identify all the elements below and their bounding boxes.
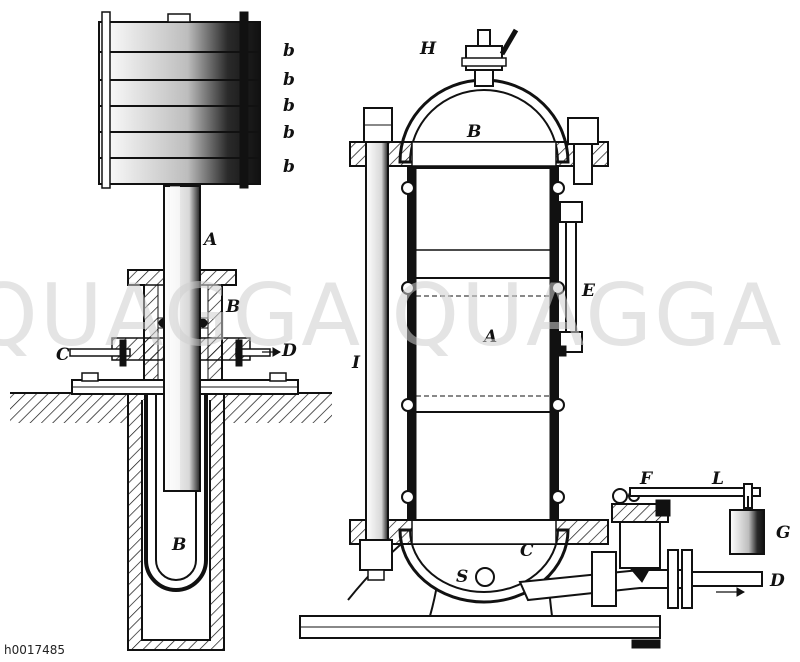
- label-s: S: [456, 567, 468, 587]
- label-b-right: B: [466, 122, 481, 142]
- label-a-right: A: [482, 327, 497, 347]
- label-b-top-left: B: [225, 297, 240, 317]
- gauge-glass-e: [551, 201, 583, 357]
- top-valve-h: [461, 28, 519, 71]
- foot-plate: [299, 615, 661, 649]
- pipe-outlet-d: [235, 339, 282, 367]
- label-b-5: b: [283, 157, 295, 177]
- label-d-left: D: [281, 341, 297, 361]
- upper-flange: [349, 107, 609, 185]
- label-l: L: [711, 469, 724, 489]
- label-h: H: [419, 39, 437, 59]
- label-a-left: A: [202, 230, 217, 250]
- label-i: I: [351, 353, 361, 373]
- label-c-right: C: [520, 541, 534, 561]
- valve-f: [611, 488, 671, 583]
- main-cylinder-a: [401, 167, 565, 521]
- ground-left: [10, 392, 332, 423]
- label-g: G: [776, 523, 791, 543]
- label-b-4: b: [283, 123, 295, 143]
- side-rod-i: [359, 141, 393, 581]
- label-f: F: [639, 469, 654, 489]
- label-b-1: b: [283, 41, 295, 61]
- label-d-right: D: [769, 571, 785, 591]
- outlet-pipe-d: [518, 549, 763, 609]
- weights-stack: [98, 11, 261, 189]
- right-figure: H B E A I F L G C S D: [299, 28, 791, 649]
- pipe-inlet-c: [69, 339, 131, 367]
- label-c-left: C: [56, 345, 70, 365]
- label-e: E: [581, 281, 596, 301]
- image-code: h0017485: [4, 643, 65, 657]
- ram-a: [163, 185, 201, 492]
- label-b-2: b: [283, 70, 295, 90]
- watermark: QUAGGA QUAGGA QUA: [0, 266, 800, 366]
- label-b-3: b: [283, 96, 295, 116]
- label-b-bottom-left: B: [171, 535, 186, 555]
- left-figure: b b b b b A B C D B: [10, 11, 332, 651]
- weight-g: [729, 496, 765, 555]
